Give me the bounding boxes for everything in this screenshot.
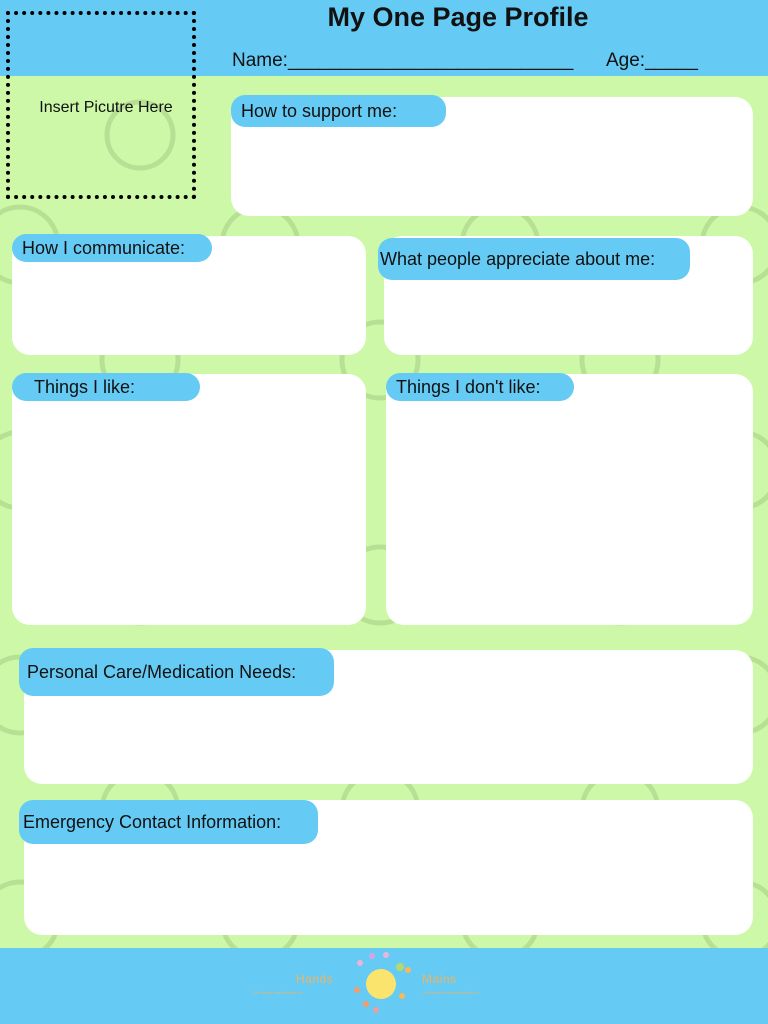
hands-mains-logo: Hands Mains The Family Help Network.ca L…	[250, 950, 520, 1016]
likes-label: Things I like:	[12, 373, 200, 401]
logo-word-left: Hands	[296, 972, 334, 986]
likes-box[interactable]	[12, 374, 366, 625]
communicate-label: How I communicate:	[12, 234, 212, 262]
care-label: Personal Care/Medication Needs:	[19, 648, 334, 696]
picture-placeholder[interactable]: Insert Picutre Here	[6, 11, 196, 199]
logo-word-right: Mains	[422, 972, 457, 986]
logo-tagline-right: Le Reseau d'entraide familial.ca	[422, 990, 479, 995]
page-title: My One Page Profile	[327, 2, 589, 32]
age-field[interactable]: Age:_____	[606, 50, 698, 71]
logo-tagline-left: The Family Help Network.ca	[252, 990, 303, 995]
sun-hands-icon	[354, 952, 411, 1013]
support-label: How to support me:	[231, 95, 446, 127]
appreciate-label: What people appreciate about me:	[378, 238, 690, 280]
dislikes-box[interactable]	[386, 374, 753, 625]
dislikes-label: Things I don't like:	[386, 373, 574, 401]
picture-placeholder-label: Insert Picutre Here	[39, 99, 173, 116]
name-field[interactable]: Name:___________________________	[232, 50, 574, 71]
emergency-label: Emergency Contact Information:	[19, 800, 318, 844]
